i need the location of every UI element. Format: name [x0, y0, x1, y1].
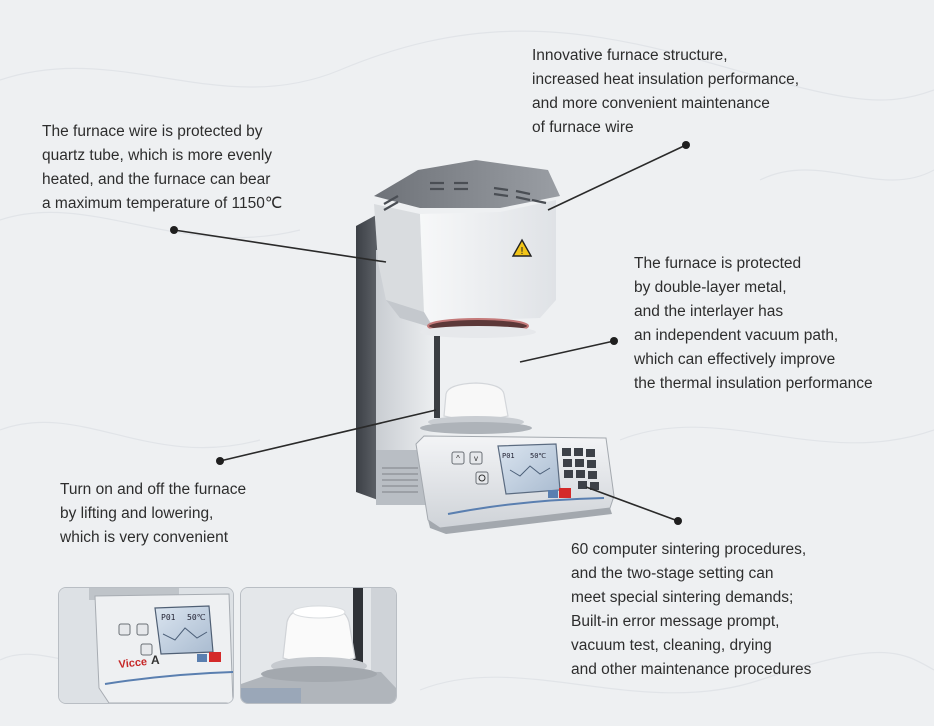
callout-structure: Innovative furnace structure, increased …: [532, 47, 800, 136]
furnace-back-column: [356, 214, 378, 500]
callout-lifting: Turn on and off the furnace by lifting a…: [60, 481, 247, 546]
callout-quartz-tube: The furnace wire is protected by quartz …: [42, 123, 283, 212]
furnace-head-left: [374, 204, 424, 312]
svg-text:P01: P01: [161, 613, 176, 622]
power-icon: [475, 471, 489, 485]
svg-text:A: A: [151, 653, 160, 667]
power-icon: [140, 643, 153, 656]
lcd-program: P01: [502, 452, 515, 460]
down-arrow-button-icon: [136, 623, 149, 636]
firing-tray: [443, 382, 509, 421]
up-arrow-button-icon: [451, 451, 465, 465]
down-arrow-button-icon: [469, 451, 483, 465]
callout-double-layer: The furnace is protected by double-layer…: [634, 255, 873, 392]
up-arrow-button-icon: [118, 623, 131, 636]
thumbnail-control-panel: P01 50℃ Vicce A: [58, 587, 234, 704]
keypad-icon: [562, 448, 599, 490]
svg-text:^: ^: [456, 454, 460, 463]
warning-hot-surface-icon: !: [511, 238, 533, 257]
thumbnail-crucible: [240, 587, 397, 704]
furnace-head-front: [420, 200, 556, 322]
svg-text:!: !: [520, 246, 524, 257]
lift-rod: [434, 336, 440, 418]
brand-logo: Vicce: [118, 656, 148, 671]
callout-procedures: 60 computer sintering procedures, and th…: [571, 541, 812, 678]
lcd-temperature: 50℃: [530, 452, 546, 460]
svg-text:v: v: [474, 454, 478, 463]
svg-text:50℃: 50℃: [187, 613, 206, 622]
